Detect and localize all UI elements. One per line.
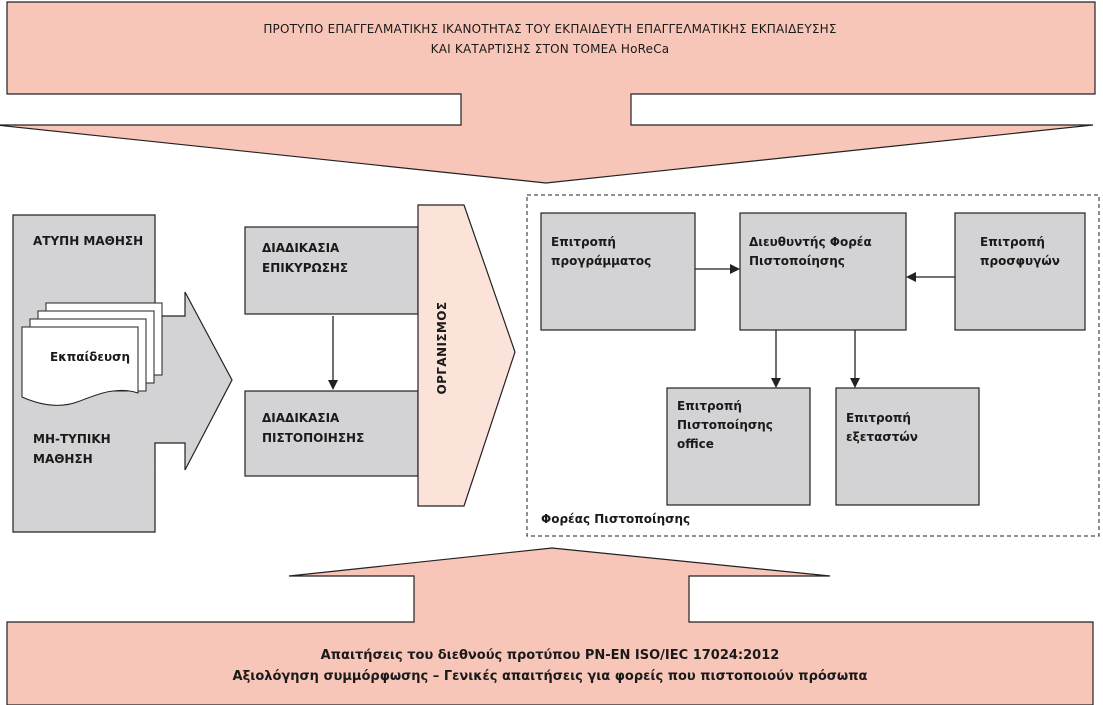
nonformal-learning-label-line2: ΜΑΘΗΣΗ xyxy=(33,452,93,466)
director-to-office-arrowhead xyxy=(771,378,781,388)
top-banner-line2: ΚΑΙ ΚΑΤΑΡΤΙΣΗΣ ΣΤΟΝ ΤΟΜΕΑ HoReCa xyxy=(430,42,670,56)
certification-office-box xyxy=(666,387,811,506)
examiners-committee-label-line1: Επιτροπή xyxy=(846,411,911,425)
program-committee-label-line1: Επιτροπή xyxy=(551,235,616,249)
appeals-to-director-arrowhead xyxy=(906,272,916,282)
director-to-examiners-arrowhead xyxy=(850,378,860,388)
director-label-line1: Διευθυντής Φορέα xyxy=(749,235,872,249)
director-box xyxy=(739,212,907,331)
validation-process-label-line2: ΕΠΙΚΥΡΩΣΗΣ xyxy=(262,261,349,275)
certification-process-label-line1: ΔΙΑΔΙΚΑΣΙΑ xyxy=(262,411,340,425)
top-banner-arrow xyxy=(0,1,1096,184)
appeals-committee-label-line1: Επιτροπή xyxy=(980,235,1045,249)
program-committee-box xyxy=(540,212,696,331)
certification-process-label-line2: ΠΙΣΤΟΠΟΙΗΣΗΣ xyxy=(262,431,365,445)
appeals-committee-label-line2: προσφυγών xyxy=(980,254,1060,268)
validation-to-certification-arrowhead xyxy=(328,380,338,390)
certification-body-label: Φορέας Πιστοποίησης xyxy=(541,512,691,526)
examiners-committee-label-line2: εξεταστών xyxy=(846,430,918,444)
certification-office-label-line3: office xyxy=(677,437,714,451)
certification-process-box xyxy=(244,390,419,477)
certification-body-frame xyxy=(526,194,1100,537)
document-stack-icon xyxy=(21,302,163,406)
organization-label-text: ΟΡΓΑΝΙΣΜΟΣ xyxy=(435,301,449,395)
bottom-banner-line2: Αξιολόγηση συμμόρφωσης – Γενικές απαιτήσ… xyxy=(232,669,868,684)
examiners-committee-box xyxy=(835,387,980,506)
organization-arrow xyxy=(417,204,516,507)
program-to-director-arrowhead xyxy=(730,264,740,274)
director-label-line2: Πιστοποίησης xyxy=(749,254,845,268)
program-committee-label-line2: προγράμματος xyxy=(551,254,652,268)
validation-process-label-line1: ΔΙΑΔΙΚΑΣΙΑ xyxy=(262,241,340,255)
certification-office-label-line2: Πιστοποίησης xyxy=(677,418,773,432)
bottom-banner-line1: Απαιτήσεις του διεθνούς προτύπου PN-EN I… xyxy=(320,648,780,663)
validation-process-box xyxy=(244,226,419,315)
bottom-banner-arrow xyxy=(6,547,1094,705)
informal-learning-label: ΑΤΥΠΗ ΜΑΘΗΣΗ xyxy=(33,234,144,248)
appeals-committee-box xyxy=(954,212,1086,331)
top-banner-line1: ΠΡΟΤΥΠΟ ΕΠΑΓΓΕΛΜΑΤΙΚΗΣ ΙΚΑΝΟΤΗΤΑΣ ΤΟΥ ΕΚ… xyxy=(263,22,837,36)
certification-office-label-line1: Επιτροπή xyxy=(677,399,742,413)
training-document-label: Εκπαίδευση xyxy=(50,350,131,364)
nonformal-learning-label-line1: ΜΗ-ΤΥΠΙΚΗ xyxy=(33,432,111,446)
